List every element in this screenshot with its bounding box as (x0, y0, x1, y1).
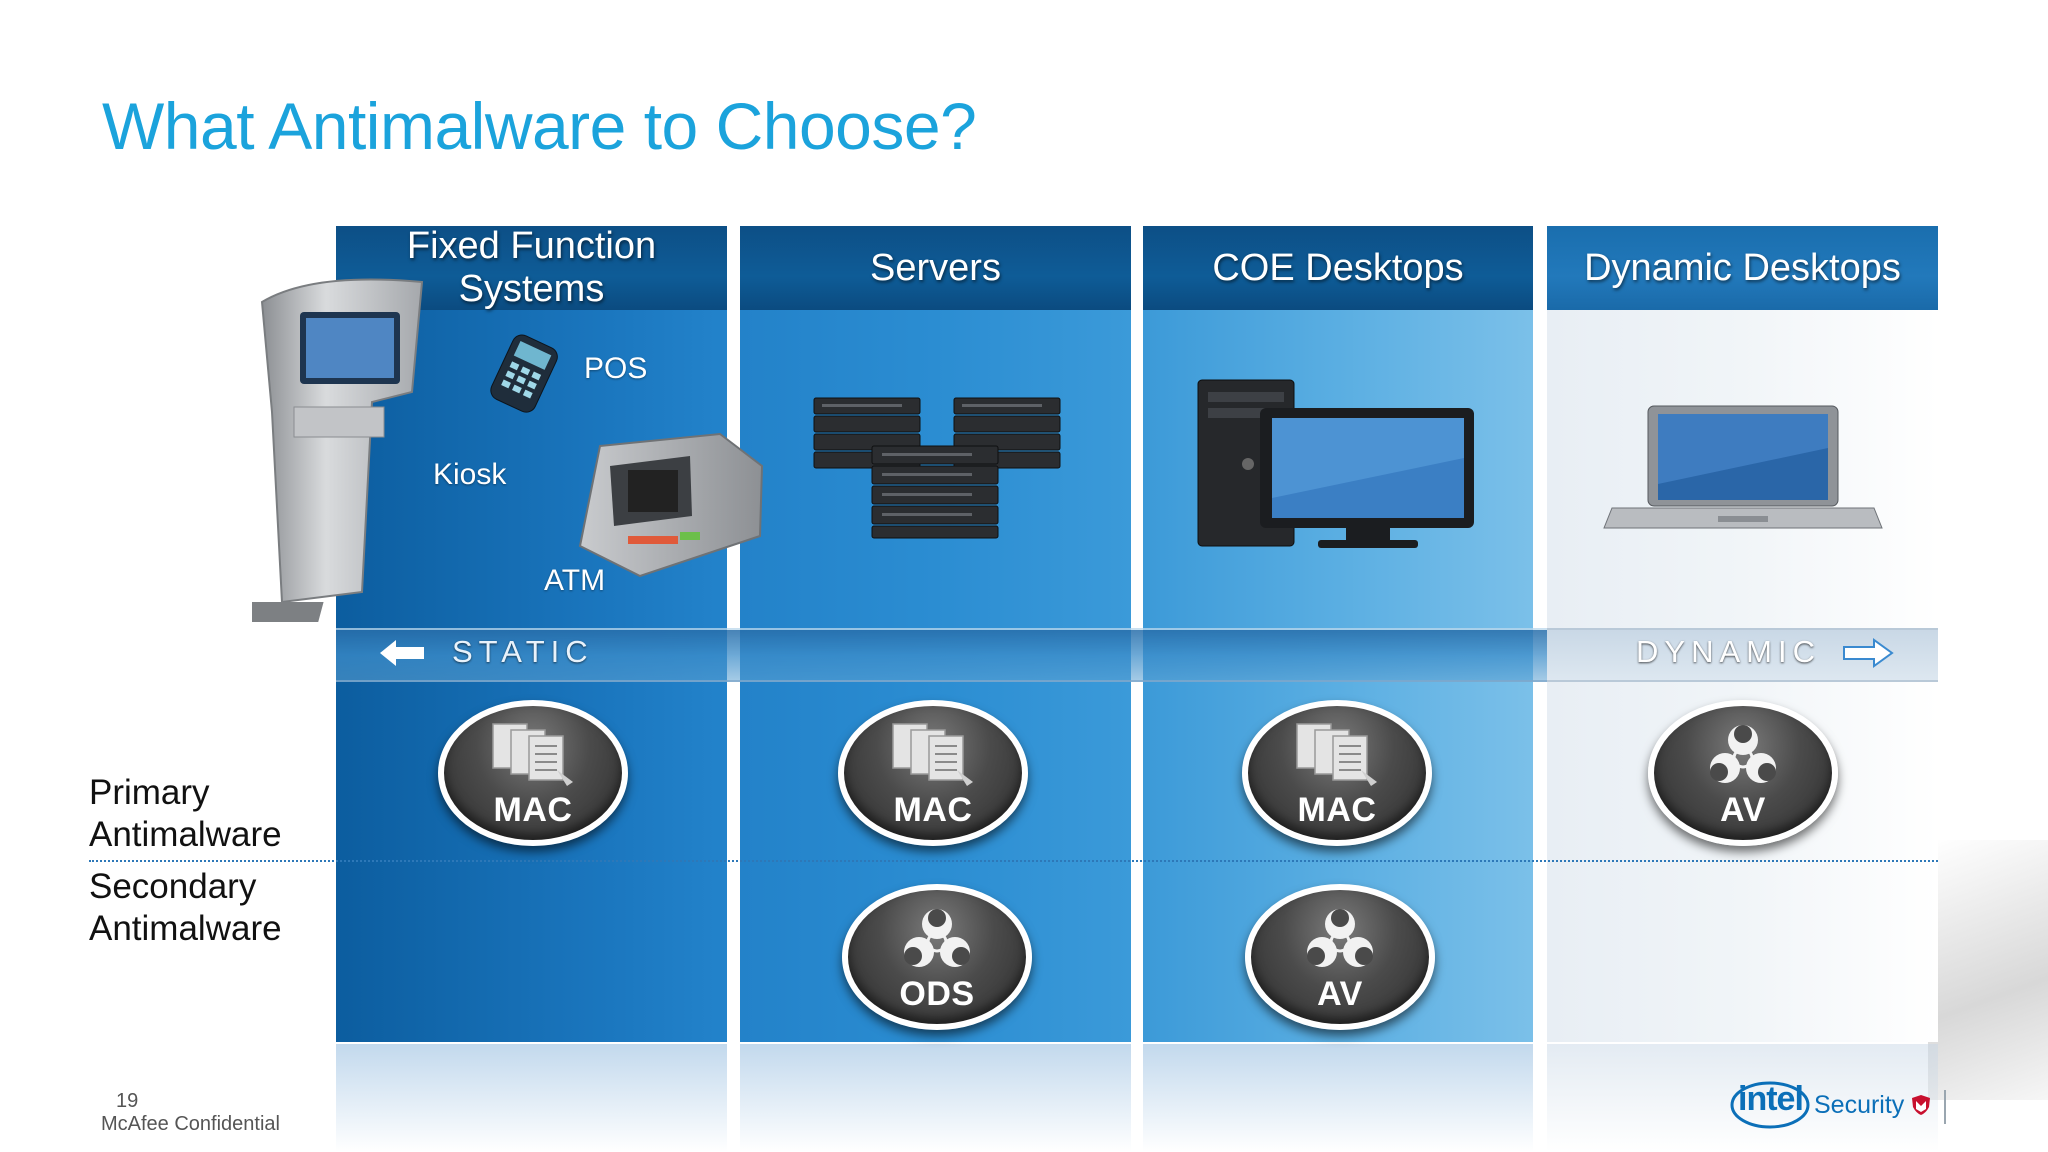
static-label: STATIC (452, 634, 594, 669)
arrow-left-icon (380, 640, 424, 666)
badge-label: MAC (493, 791, 573, 829)
biohazard-icon (1710, 725, 1776, 783)
column-header-label: COE Desktops (1212, 246, 1464, 289)
intel-logo-icon (1730, 1081, 1810, 1129)
documents-icon (1296, 723, 1377, 786)
mac-badge: MAC (1242, 700, 1432, 846)
column-header: Fixed Function Systems (336, 226, 727, 310)
intel-security-logo: intel Security (1728, 1078, 1932, 1132)
atm-icon (578, 432, 764, 578)
badge-label: AV (1720, 791, 1766, 829)
column-reflection (336, 1044, 727, 1152)
biohazard-icon (904, 909, 970, 967)
column-header-label: Dynamic Desktops (1584, 246, 1901, 289)
column-reflection (1143, 1044, 1533, 1152)
background-shade (1928, 840, 2048, 1100)
intel-wordmark: intel (1738, 1080, 1804, 1118)
footer-separator (1944, 1090, 1946, 1124)
arrow-right-icon (1843, 638, 1894, 668)
biohazard-icon (1307, 909, 1373, 967)
page-number: 19 (116, 1090, 139, 1112)
kiosk-label: Kiosk (433, 458, 507, 491)
column-header: COE Desktops (1143, 226, 1533, 310)
confidential-notice: McAfee Confidential (101, 1113, 280, 1135)
kiosk-icon (252, 278, 424, 622)
slide-title: What Antimalware to Choose? (102, 89, 977, 163)
row-divider (89, 860, 1938, 862)
badge-label: MAC (1297, 791, 1377, 829)
column-reflection (740, 1044, 1131, 1152)
badge-label: AV (1317, 975, 1363, 1013)
documents-icon (892, 723, 973, 786)
av-badge: AV (1648, 700, 1838, 846)
column-header-label: Fixed Function Systems (406, 226, 657, 310)
secondary-antimalware-label: Secondary Antimalware (89, 867, 282, 948)
column-header: Dynamic Desktops (1547, 226, 1938, 310)
atm-label: ATM (544, 564, 606, 597)
primary-antimalware-label: Primary Antimalware (89, 773, 282, 854)
badge-label: MAC (893, 791, 973, 829)
mcafee-shield-icon (1912, 1095, 1931, 1115)
pos-terminal-icon (490, 334, 558, 413)
column-reflection (1547, 1044, 1938, 1152)
mac-badge: MAC (438, 700, 628, 846)
documents-icon (492, 723, 573, 786)
pos-label: POS (584, 352, 648, 385)
ods-badge: ODS (842, 884, 1032, 1030)
servers-icon (813, 397, 1061, 539)
av-badge: AV (1245, 884, 1435, 1030)
dynamic-label: DYNAMIC (1636, 634, 1821, 669)
column-header-label: Servers (870, 246, 1001, 289)
security-wordmark: Security (1814, 1090, 1905, 1119)
badge-label: ODS (899, 975, 975, 1013)
desktop-computer-icon (1197, 379, 1474, 548)
column-header: Servers (740, 226, 1131, 310)
laptop-icon (1603, 405, 1883, 529)
mac-badge: MAC (838, 700, 1028, 846)
